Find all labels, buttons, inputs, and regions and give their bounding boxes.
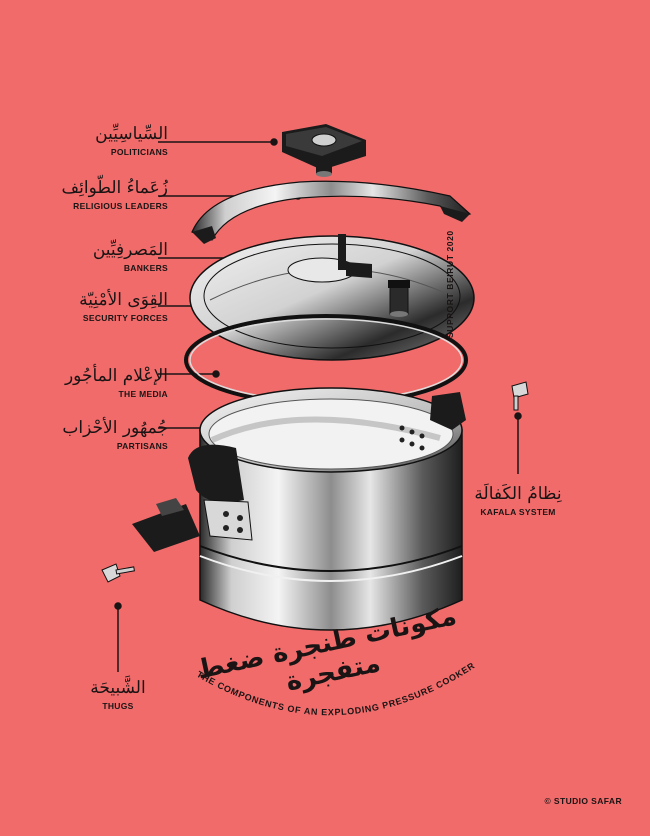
label-partisans: جُمهُور الأحْزاب PARTISANS bbox=[18, 418, 168, 451]
label-ar: المَصرفِيِّين bbox=[92, 240, 168, 260]
lid-bracket-part bbox=[191, 180, 472, 244]
label-en: BANKERS bbox=[123, 263, 168, 273]
label-en: KAFALA SYSTEM bbox=[480, 507, 556, 517]
label-en: SECURITY FORCES bbox=[82, 313, 168, 323]
label-politicians: السِّياسِيِّين POLITICIANS bbox=[18, 124, 168, 157]
label-bankers: المَصرفِيِّين BANKERS bbox=[18, 240, 168, 273]
label-en: PARTISANS bbox=[116, 441, 168, 451]
label-ar: الإعْلام المأجُور bbox=[64, 366, 168, 386]
label-religious-leaders: زُعَماءُ الطّوائِف RELIGIOUS LEADERS bbox=[18, 178, 168, 211]
label-en: POLITICIANS bbox=[110, 147, 168, 157]
lid-part bbox=[189, 234, 475, 361]
label-the-media: الإعْلام المأجُور THE MEDIA bbox=[18, 366, 168, 399]
label-security-forces: القِوَى الأمْنِيّة SECURITY FORCES bbox=[18, 290, 168, 323]
label-ar: نِظامُ الكَفالَة bbox=[474, 484, 562, 504]
copyright-credit: © STUDIO SAFAR bbox=[544, 796, 622, 806]
label-thugs: الشَّبيحَة THUGS bbox=[58, 678, 178, 711]
label-ar: السِّياسِيِّين bbox=[95, 124, 168, 144]
label-en: THE MEDIA bbox=[118, 389, 168, 399]
pot-part bbox=[188, 387, 466, 631]
screw-parts bbox=[101, 381, 529, 583]
loose-handle-part bbox=[132, 498, 200, 552]
label-en: THUGS bbox=[102, 701, 134, 711]
label-ar: الشَّبيحَة bbox=[90, 678, 146, 698]
label-ar: القِوَى الأمْنِيّة bbox=[79, 290, 168, 310]
label-en: RELIGIOUS LEADERS bbox=[73, 201, 168, 211]
label-ar: جُمهُور الأحْزاب bbox=[62, 418, 168, 438]
weight-valve-part bbox=[282, 124, 366, 177]
label-ar: زُعَماءُ الطّوائِف bbox=[61, 178, 168, 198]
label-kafala-system: نِظامُ الكَفالَة KAFALA SYSTEM bbox=[458, 484, 578, 517]
side-caption: SUPPORT BEIRUT 2020 bbox=[445, 230, 455, 338]
